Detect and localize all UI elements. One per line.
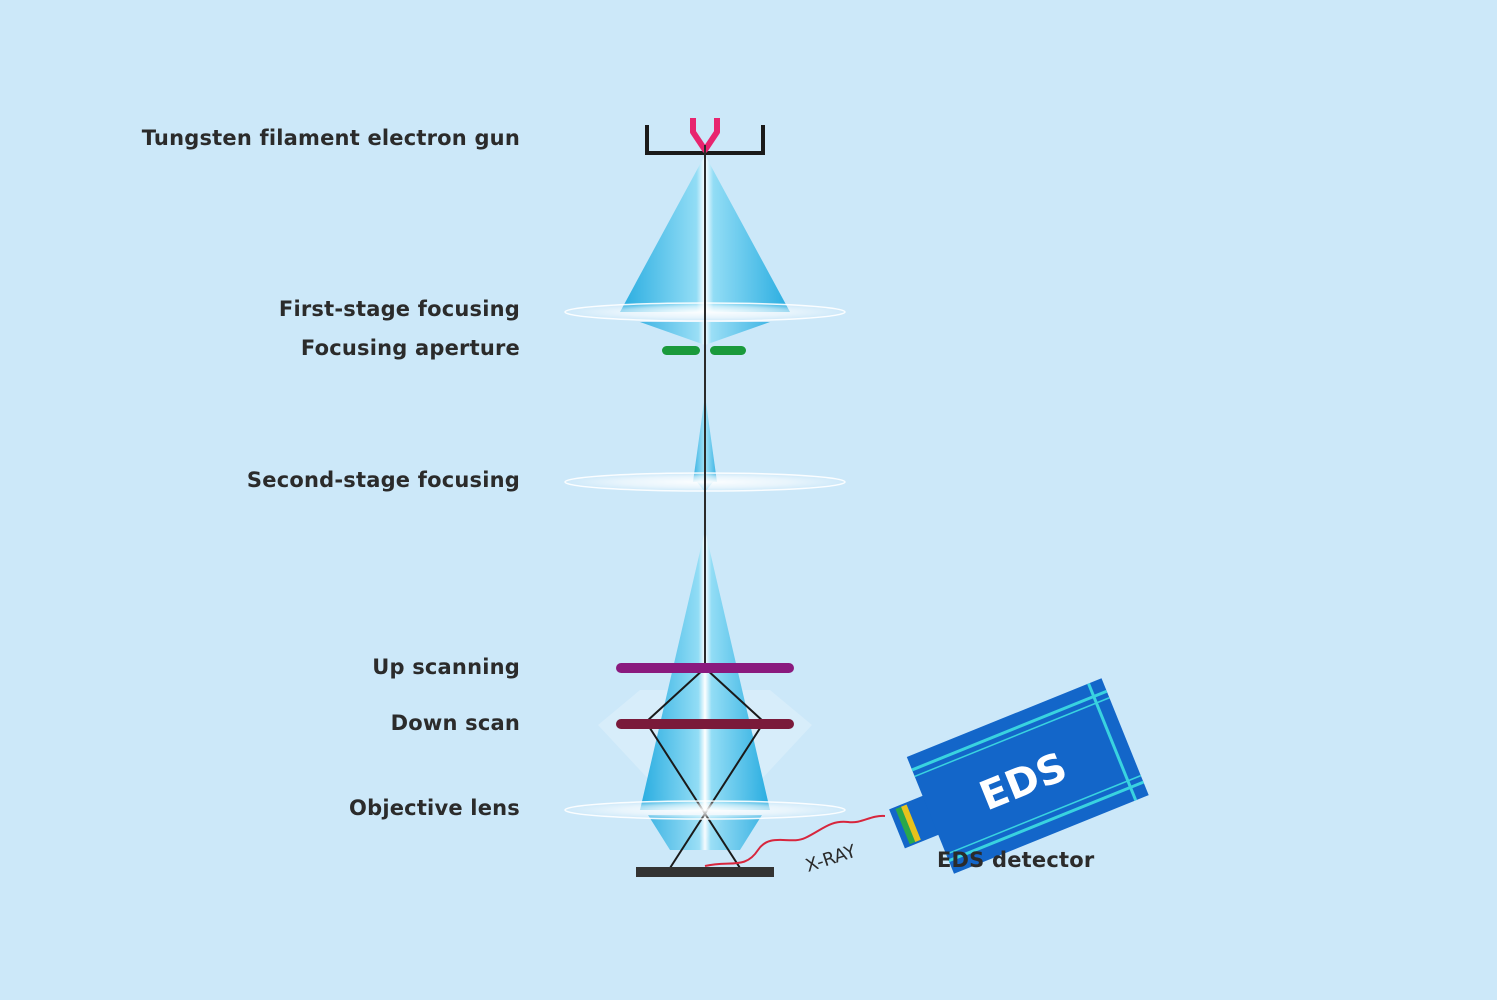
eds-sensor-yellow [901,804,921,842]
eds-stripe-top [911,689,1108,772]
beam-cone-3b [648,815,762,850]
label-objective-lens: Objective lens [349,796,520,820]
scan-path-2 [704,667,765,723]
down-scan-plate [616,719,794,729]
objective-lens [564,800,846,820]
label-focusing-aperture: Focusing aperture [300,336,520,360]
xray-signal-line [704,814,886,867]
label-second-stage-focusing: Second-stage focusing [246,468,520,492]
scan-path-1 [645,667,706,723]
up-scanning-plate [616,663,794,673]
eds-body [906,678,1149,874]
label-first-stage-focusing: First-stage focusing [278,297,520,321]
scan-path-4 [669,721,765,869]
sample-stage [636,867,774,877]
label-eds-detector: EDS detector [937,848,1095,872]
label-electron-gun: Tungsten filament electron gun [141,126,520,150]
eds-detector-icon: EDS [889,678,1149,874]
aperture-plate-right [710,346,746,355]
eds-stripe-top2 [914,697,1110,778]
aperture-plate-left [662,346,700,355]
xray-label: X-RAY [803,841,860,877]
eds-sensor-green [895,806,916,845]
label-down-scan: Down scan [390,711,520,735]
eds-stripe-bottom2 [945,774,1142,855]
eds-stripe-end [1087,682,1138,801]
label-up-scanning: Up scanning [372,655,520,679]
scan-path-3 [645,721,741,869]
eds-stripe-bottom [948,780,1145,863]
